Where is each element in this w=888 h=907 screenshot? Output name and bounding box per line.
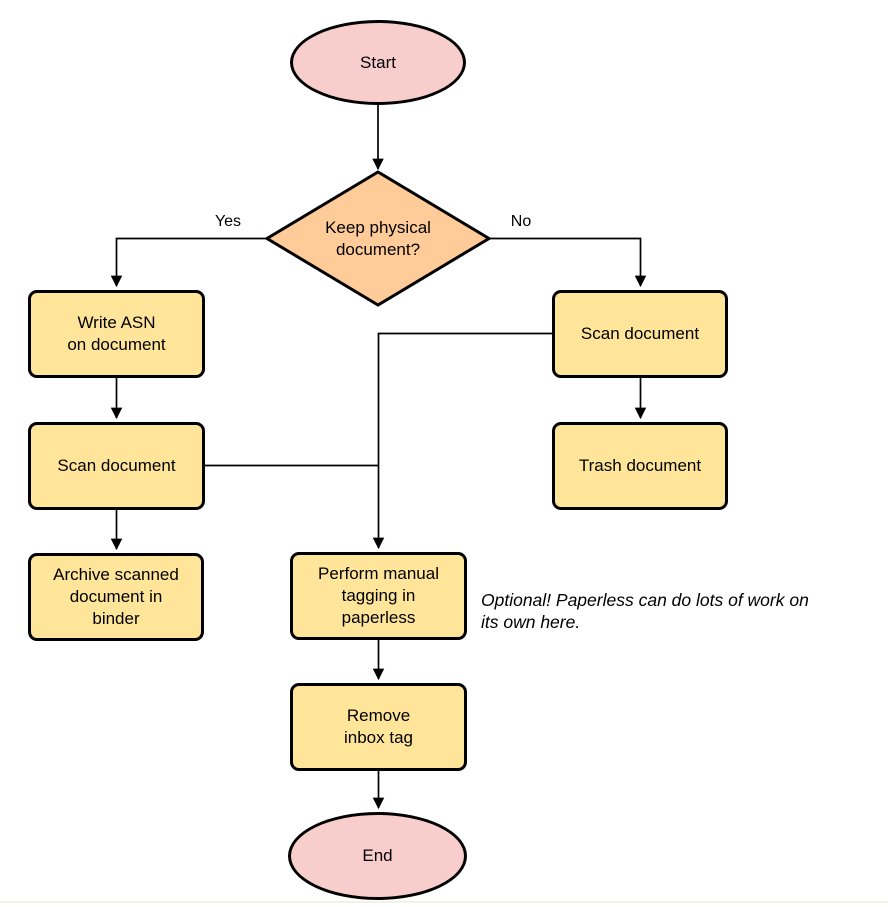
node-start-label: Start (360, 52, 396, 72)
node-tagging: Perform manual tagging in paperless (290, 552, 467, 640)
node-end-label: End (362, 846, 393, 866)
node-decision-label: Keep physical document? (325, 218, 431, 259)
node-scan-left: Scan document (28, 422, 205, 510)
node-trash-label: Trash document (578, 456, 702, 476)
node-start: Start (290, 20, 466, 105)
node-tagging-label: Perform manual tagging in paperless (318, 564, 439, 627)
node-archive: Archive scanned document in binder (28, 553, 204, 641)
node-trash: Trash document (552, 422, 728, 510)
node-scan-right: Scan document (552, 290, 728, 378)
node-scan-right-label: Scan document (580, 324, 700, 344)
annotation-note: Optional! Paperless can do lots of work … (481, 590, 809, 632)
node-remove-inbox: Remove inbox tag (290, 683, 467, 771)
node-archive-label: Archive scanned document in binder (53, 565, 179, 628)
node-decision-shape (264, 170, 492, 307)
node-remove-inbox-label: Remove inbox tag (344, 706, 413, 747)
node-write-asn: Write ASN on document (28, 290, 205, 378)
edge-decision-no-to-scan-right (489, 237, 647, 288)
node-end: End (288, 812, 467, 900)
edge-label-no: No (510, 213, 532, 230)
edge-decision-yes-to-write-asn (110, 237, 267, 288)
node-write-asn-label: Write ASN on document (67, 313, 166, 354)
node-scan-left-label: Scan document (57, 456, 176, 476)
edge-scan-right-to-tagging (372, 332, 552, 550)
page-bottom-edge (0, 901, 888, 903)
edge-label-yes: Yes (214, 213, 242, 230)
